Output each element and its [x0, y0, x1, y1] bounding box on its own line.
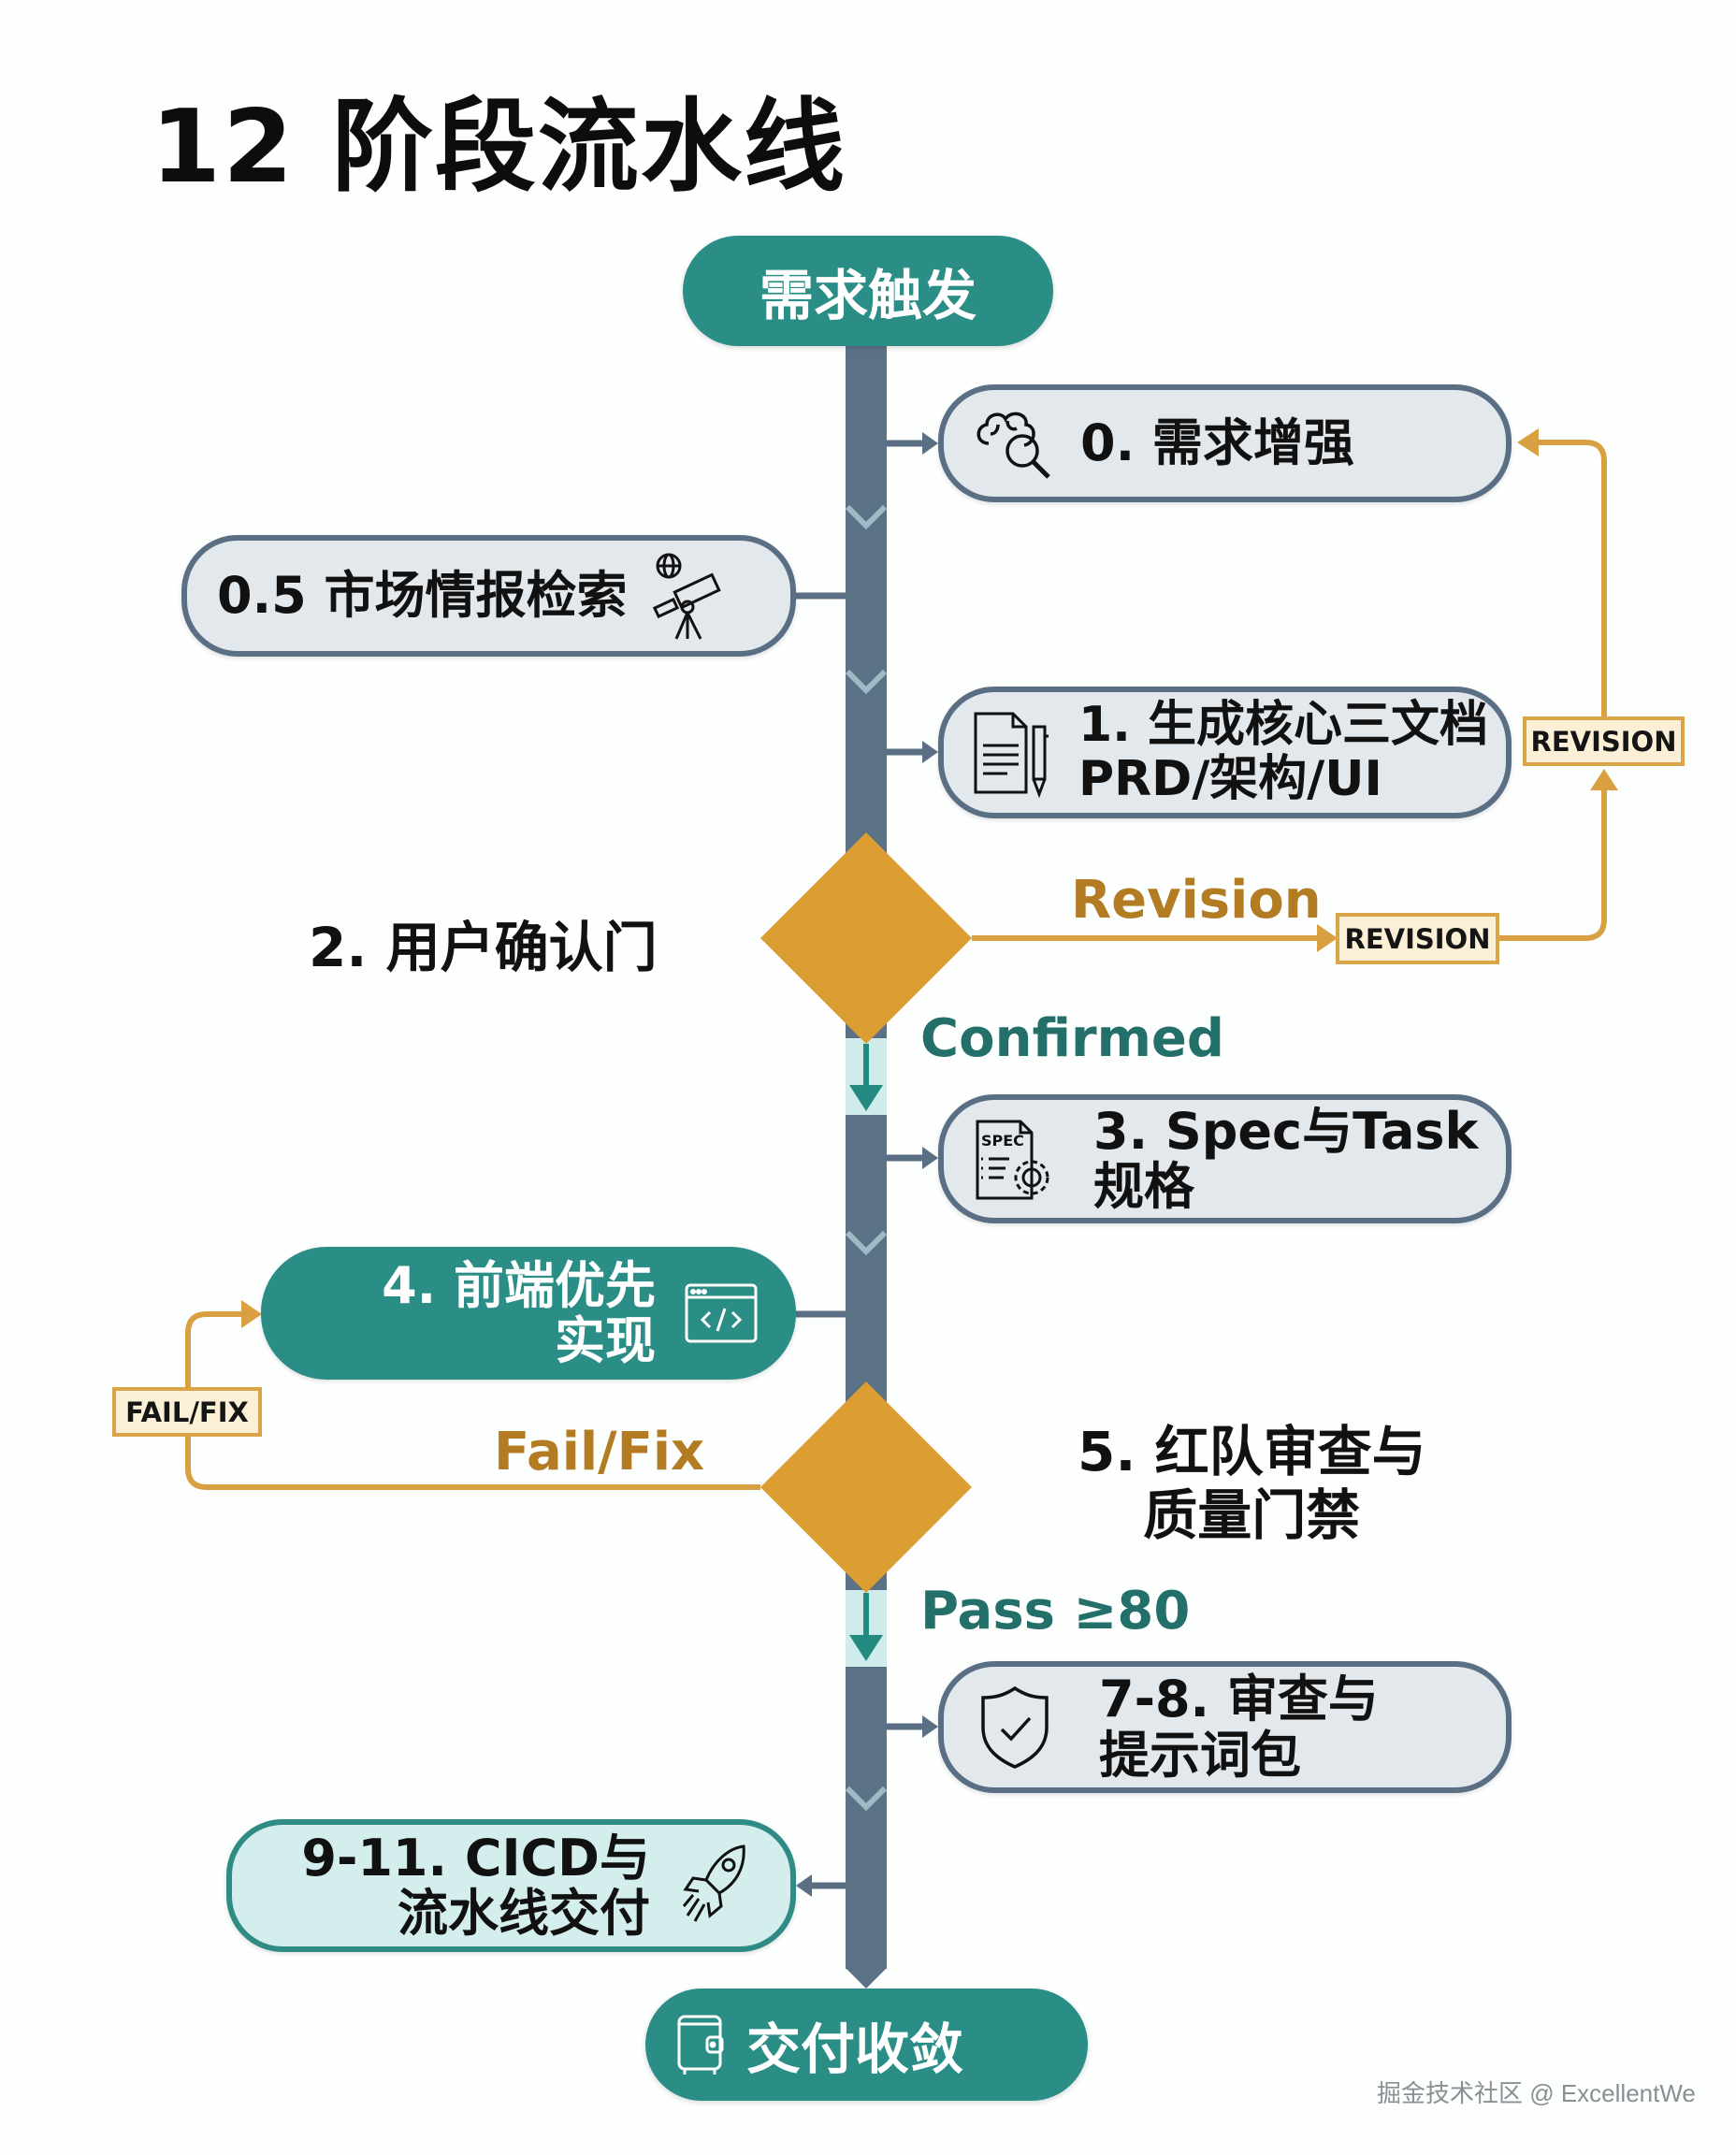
- page-title: 12 阶段流水线: [151, 89, 846, 206]
- stage-7-8-box: 7-8. 审查与 提示词包: [938, 1661, 1512, 1793]
- revision-branch-label: Revision: [1071, 870, 1322, 931]
- document-pen-icon: [968, 708, 1054, 798]
- revision-arrowhead-2: [1590, 769, 1618, 790]
- stage-1-label-line-2: PRD/架构/UI: [1078, 750, 1382, 807]
- telescope-globe-icon: [644, 551, 737, 641]
- gate-2-label: 2. 用户确认门: [309, 916, 658, 979]
- stage-0-5-box: 0.5 市场情报检索: [181, 535, 796, 657]
- stage-7-8-label-line-1: 7-8. 审查与: [1099, 1670, 1379, 1729]
- rocket-icon: [678, 1841, 753, 1931]
- stage-1-box: 1. 生成核心三文档 PRD/架构/UI: [938, 687, 1512, 818]
- gate-5-diamond: [760, 1381, 972, 1593]
- confirmed-arrow: [849, 1044, 883, 1111]
- stage-0-5-label: 0.5 市场情报检索: [217, 566, 628, 626]
- end-node-label: 交付收敛: [746, 2018, 964, 2081]
- gate-5-label-line-1: 5. 红队审查与: [1078, 1420, 1426, 1483]
- revision-arrowhead-1: [1317, 924, 1338, 952]
- spine-end-arrow: [846, 1968, 887, 1989]
- stage-3-label-line-2: 规格: [1093, 1157, 1194, 1216]
- fail-fix-loop: [185, 1311, 760, 1490]
- gate-2-diamond: [760, 832, 972, 1044]
- stage-4-label-line-2: 实现: [555, 1311, 656, 1370]
- shield-check-icon: [977, 1685, 1052, 1771]
- fail-fix-branch-label: Fail/Fix: [494, 1422, 705, 1482]
- stage-3-label-line-1: 3. Spec与Task: [1093, 1101, 1479, 1161]
- gate-5-label-line-2: 质量门禁: [1143, 1483, 1361, 1548]
- code-window-icon: [684, 1282, 759, 1344]
- end-node-delivery: 交付收敛: [645, 1989, 1088, 2101]
- stage-3-box: SPEC 3. Spec与Task 规格: [938, 1094, 1512, 1223]
- stage-9-11-label-line-2: 流水线交付: [398, 1884, 650, 1943]
- pass-arrow: [849, 1593, 883, 1661]
- start-node-demand-trigger: 需求触发: [683, 236, 1053, 346]
- revision-loop: [972, 440, 1607, 941]
- brain-search-icon: [968, 406, 1062, 481]
- stage-7-8-label-line-2: 提示词包: [1099, 1725, 1301, 1785]
- spine-chevrons: [845, 504, 888, 1812]
- fail-fix-tag: FAIL/FIX: [112, 1387, 262, 1437]
- fail-fix-arrowhead: [241, 1300, 262, 1328]
- revision-loop-tag: REVISION: [1523, 716, 1685, 766]
- wallet-icon: [673, 2011, 726, 2078]
- revision-arrowhead-3: [1517, 428, 1539, 456]
- start-node-label: 需求触发: [759, 264, 976, 327]
- stage-9-11-box: 9-11. CICD与 流水线交付: [226, 1819, 796, 1952]
- confirmed-branch-label: Confirmed: [920, 1008, 1224, 1069]
- stage-0-box: 0. 需求增强: [938, 384, 1512, 502]
- stage-9-11-label-line-1: 9-11. CICD与: [301, 1828, 650, 1887]
- stage-connectors: [796, 432, 938, 1897]
- stage-4-label-line-1: 4. 前端优先: [382, 1255, 656, 1315]
- spec-gear-icon: SPEC: [972, 1114, 1056, 1204]
- stage-4-box: 4. 前端优先 实现: [261, 1247, 796, 1380]
- gate-5-label: 5. 红队审查与 质量门禁: [1078, 1420, 1426, 1548]
- spec-icon-text: SPEC: [981, 1132, 1024, 1150]
- stage-1-label-line-1: 1. 生成核心三文档: [1078, 697, 1489, 754]
- revision-tag: REVISION: [1336, 913, 1499, 964]
- watermark: 掘金技术社区 @ ExcellentWe: [1377, 2079, 1696, 2107]
- pipeline-spine: [846, 341, 887, 1969]
- stage-0-label: 0. 需求增强: [1080, 413, 1354, 473]
- pass-branch-label: Pass ≥80: [920, 1581, 1191, 1642]
